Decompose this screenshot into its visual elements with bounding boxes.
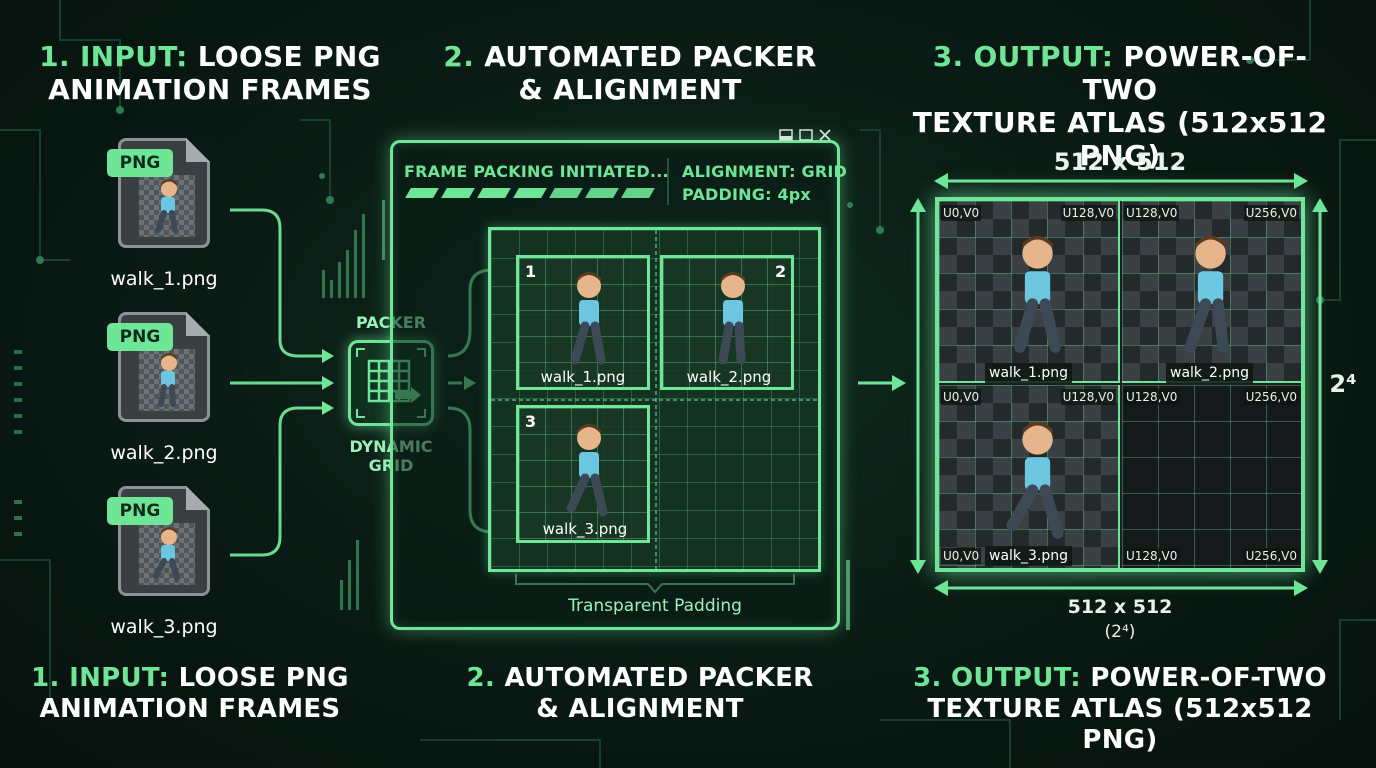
png-file-card-walk3[interactable]: PNG [107,486,210,596]
uv-coordinate: U256,V0 [1243,389,1299,405]
file-name-walk1: walk_1.png [110,268,218,290]
sprite-thumbnail [139,523,195,585]
png-file-card-walk2[interactable]: PNG [107,312,210,422]
close-icon[interactable] [819,129,831,141]
alignment-setting: ALIGNMENT: GRID [682,162,847,181]
frame-slot-2[interactable]: 2 walk_2.png [660,255,794,390]
heading-output-top: 3. OUTPUT: POWER-OF-TWO TEXTURE ATLAS (5… [912,40,1328,172]
uv-coordinate: U128,V0 [1124,205,1180,221]
atlas-quad-1[interactable]: U0,V0 U128,V0 walk_1.png [939,201,1120,383]
sprite-thumbnail [139,175,195,237]
uv-coordinate: U128,V0 [1060,389,1116,405]
window-controls [779,129,831,141]
packing-status: FRAME PACKING INITIATED... [404,162,669,181]
sprite-thumbnail [139,349,195,411]
uv-coordinate: U0,V0 [941,389,982,405]
uv-coordinate: U256,V0 [1243,205,1299,221]
atlas-bottom-exponent: (2⁴) [1104,622,1136,642]
uv-coordinate: U128,V0 [1124,389,1180,405]
slot-number: 1 [525,262,537,281]
slot-file-name: walk_2.png [686,368,772,386]
character-icon [155,179,178,233]
slot-file-name: walk_1.png [540,368,626,386]
page-fold-icon [186,486,210,510]
atlas-frame-name: walk_1.png [985,363,1073,383]
atlas-frame-name: walk_3.png [985,546,1073,566]
connector-walk1 [230,208,326,358]
character-sprite [570,272,606,365]
atlas-quad-2[interactable]: U128,V0 U256,V0 walk_2.png [1122,201,1301,383]
frame-slot-3[interactable]: 3 walk_3.png [516,405,650,543]
atlas-top-dimension: 512 x 512 [1053,148,1187,176]
character-sprite [1006,421,1064,539]
uv-coordinate: U128,V0 [1124,548,1180,564]
uv-coordinate: U0,V0 [941,548,982,564]
page-fold-icon [186,312,210,336]
heading-output-bottom: 3. OUTPUT: POWER-OF-TWO TEXTURE ATLAS (5… [913,663,1327,755]
character-icon [158,353,177,407]
character-icon [153,527,180,581]
heading-input-top: 1. INPUT: LOOSE PNG ANIMATION FRAMES [39,40,381,106]
png-file-card-walk1[interactable]: PNG [107,138,210,248]
texture-atlas: U0,V0 U128,V0 walk_1.png U128,V0 U256,V0… [935,197,1305,572]
uv-coordinate: U0,V0 [941,205,982,221]
file-name-walk2: walk_2.png [110,442,218,464]
connector-walk3 [230,406,326,557]
padding-setting: PADDING: 4px [682,185,811,204]
heading-packer-top: 2. AUTOMATED PACKER & ALIGNMENT [443,40,817,106]
slot-number: 2 [775,262,787,281]
png-badge: PNG [107,323,173,351]
character-sprite [566,424,608,517]
heading-packer-bottom: 2. AUTOMATED PACKER & ALIGNMENT [466,663,814,724]
character-sprite [1014,235,1061,353]
character-sprite [1184,235,1229,353]
atlas-frame-name: walk_2.png [1166,363,1254,383]
character-sprite [718,272,746,365]
file-name-walk3: walk_3.png [110,616,218,638]
page-fold-icon [186,138,210,162]
uv-coordinate: U128,V0 [1060,205,1116,221]
atlas-bottom-dimension: 512 x 512 [1067,596,1173,618]
atlas-quad-4-empty[interactable]: U128,V0 U256,V0 U128,V0 U256,V0 [1122,385,1301,568]
frame-slot-1[interactable]: 1 walk_1.png [516,255,650,390]
slot-number: 3 [525,412,537,431]
transparent-padding-label: Transparent Padding [568,596,742,616]
atlas-right-dimension: 2⁴ [1329,370,1357,398]
minimize-icon[interactable] [779,129,793,141]
packing-progress-bar [404,188,655,200]
uv-coordinate: U256,V0 [1243,548,1299,564]
atlas-quad-3[interactable]: U0,V0 U128,V0 U0,V0 walk_3.png [939,385,1120,568]
png-badge: PNG [107,149,173,177]
maximize-icon[interactable] [799,129,813,141]
slot-file-name: walk_3.png [542,520,628,538]
heading-input-bottom: 1. INPUT: LOOSE PNG ANIMATION FRAMES [31,663,349,724]
png-badge: PNG [107,497,173,525]
